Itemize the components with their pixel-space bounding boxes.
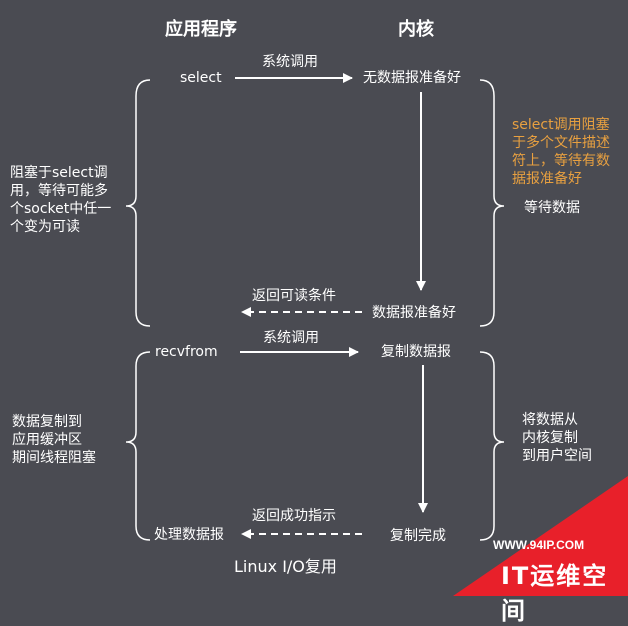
diagram-lines: [125, 73, 505, 541]
desc-line: 阻塞于select调: [10, 165, 108, 181]
syscall-label-1: 系统调用: [262, 54, 318, 70]
note-line: 符上，等待有数: [512, 153, 610, 169]
kernel-column-header: 内核: [398, 19, 434, 40]
return-success-label: 返回成功指示: [252, 508, 336, 524]
kernel-datagram-ready: 数据报准备好: [372, 305, 456, 321]
right-brace-select: [479, 79, 505, 327]
return-readable-label: 返回可读条件: [252, 288, 336, 304]
note-line: 于多个文件描述: [512, 135, 610, 151]
select-blocking-note: select调用阻塞 于多个文件描述 符上，等待有数 据报准备好: [512, 116, 624, 188]
copy-complete-label: 复制完成: [390, 528, 446, 544]
watermark-brand: IT运维空间: [501, 562, 609, 625]
copy-blocking-desc: 数据复制到 应用缓冲区 期间线程阻塞: [12, 413, 127, 467]
note-line: 据报准备好: [512, 171, 582, 187]
syscall-label-2: 系统调用: [263, 330, 319, 346]
watermark-triangle: [453, 476, 628, 596]
kernel-no-datagram: 无数据报准备好: [363, 70, 461, 86]
copy-to-user-desc: 将数据从 内核复制 到用户空间: [522, 411, 622, 465]
app-column-header: 应用程序: [165, 19, 237, 40]
select-call-label: select: [180, 70, 222, 86]
select-blocking-desc: 阻塞于select调 用，等待可能多 个socket中任一 个变为可读: [10, 164, 125, 236]
desc-line: 应用缓冲区: [12, 432, 82, 448]
watermark-url: WWW.94IP.COM: [493, 538, 585, 552]
desc-line: 用，等待可能多: [10, 183, 108, 199]
io-multiplexing-diagram: 应用程序 内核 select 系统调用 无数据报准备好 select调用阻塞 于…: [10, 19, 628, 625]
wait-data-label: 等待数据: [524, 200, 580, 216]
desc-line: 个变为可读: [10, 219, 80, 235]
kernel-copy-datagram: 复制数据报: [381, 344, 451, 360]
watermark: WWW.94IP.COM IT运维空间: [453, 476, 628, 625]
recvfrom-call-label: recvfrom: [155, 344, 218, 360]
left-brace-select: [125, 79, 151, 327]
note-line: select调用阻塞: [512, 117, 610, 133]
desc-line: 个socket中任一: [10, 201, 112, 217]
desc-line: 数据复制到: [12, 414, 82, 430]
left-brace-recv: [125, 351, 151, 541]
diagram-caption: Linux I/O复用: [234, 557, 337, 576]
process-datagram-label: 处理数据报: [154, 527, 224, 543]
desc-line: 期间线程阻塞: [12, 450, 96, 466]
desc-line: 内核复制: [522, 430, 578, 446]
desc-line: 到用户空间: [522, 448, 592, 464]
desc-line: 将数据从: [522, 412, 578, 428]
